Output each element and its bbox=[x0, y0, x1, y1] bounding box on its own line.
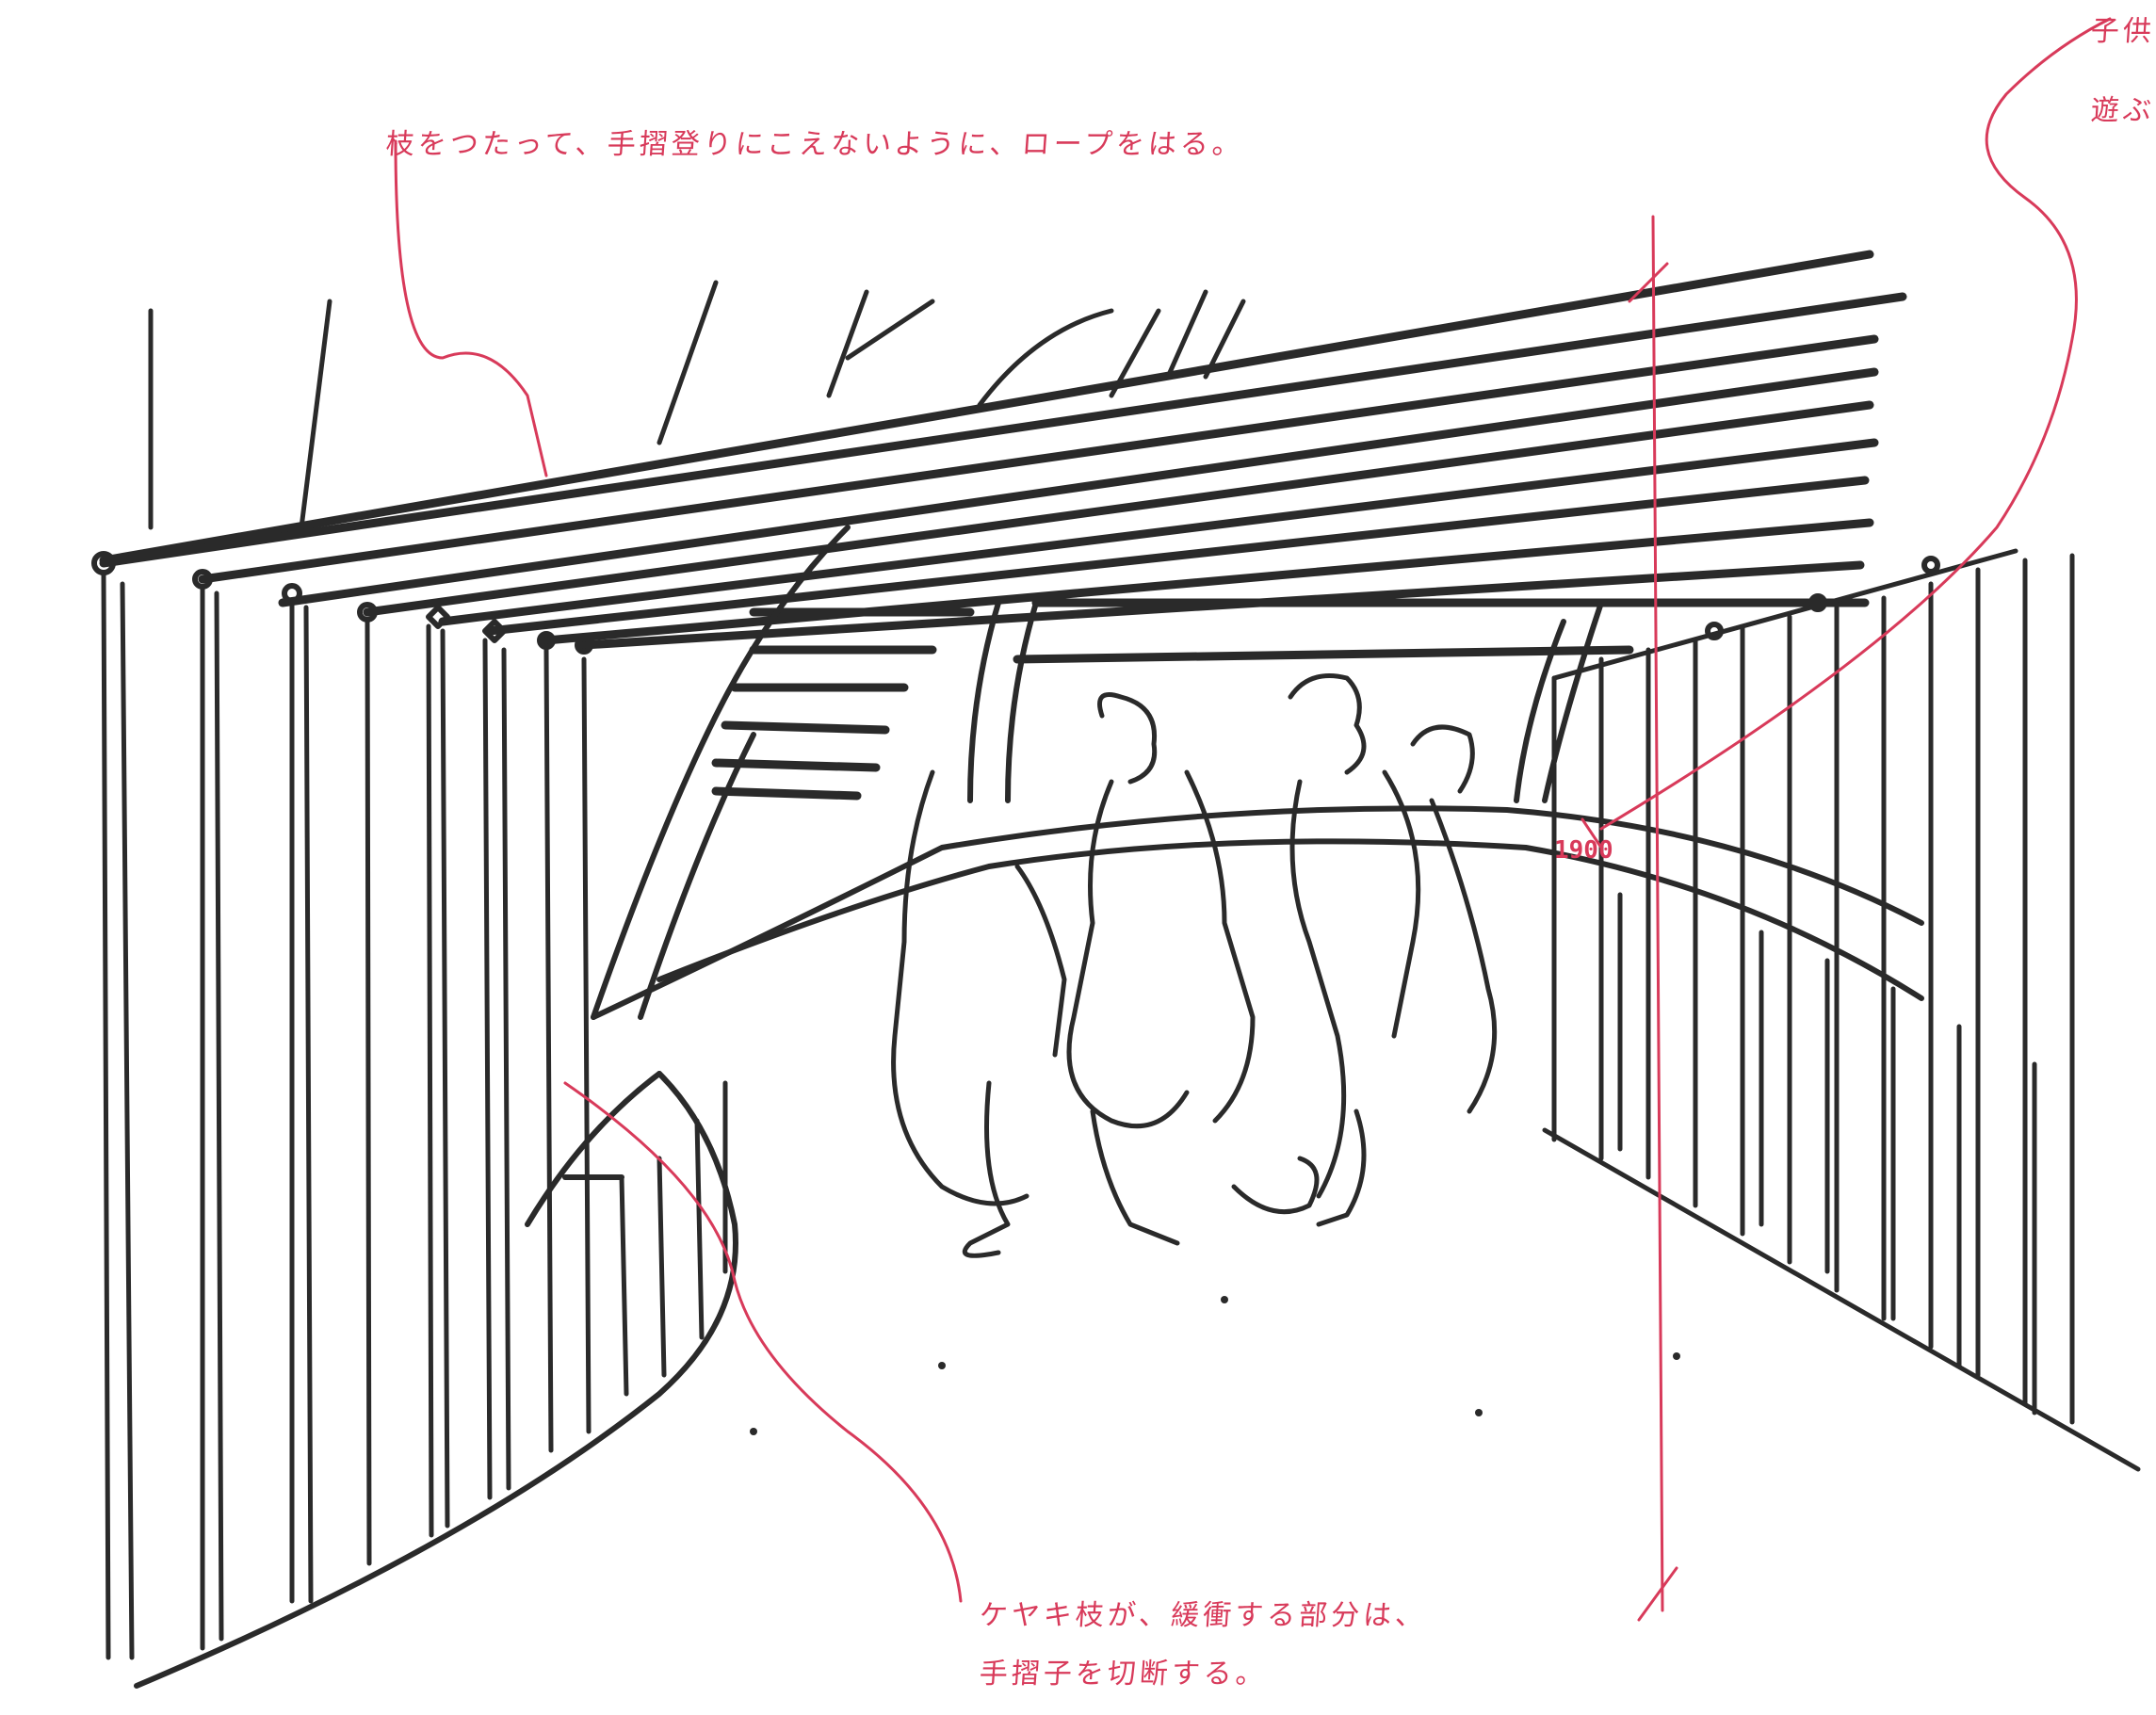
upper-branches bbox=[148, 280, 1246, 530]
right-railing-lower bbox=[1551, 882, 2037, 1416]
left-railing-balusters bbox=[101, 572, 728, 1660]
top-right-annotation-line2: 遊ぶ bbox=[2089, 94, 2156, 127]
annotation-leaders bbox=[394, 17, 2112, 1622]
overhead-ropes bbox=[99, 250, 1907, 801]
children-figures bbox=[891, 673, 1498, 1258]
top-right-annotation-line1: 子供 bbox=[2089, 15, 2156, 48]
right-railing-balusters bbox=[1542, 548, 2141, 1472]
dimension-label: 1900 bbox=[1554, 836, 1613, 865]
bottom-annotation-line1: ケヤキ枝が、緩衝する部分は、 bbox=[978, 1599, 1429, 1632]
ground-dots bbox=[750, 1296, 1680, 1435]
left-railing-base bbox=[134, 1071, 738, 1689]
bottom-annotation-line2: 手摺子を切断する。 bbox=[978, 1658, 1269, 1691]
tree-branch bbox=[591, 525, 1924, 1020]
top-annotation: 枝をつたって、手摺登りにこえないように、ロープをはる。 bbox=[384, 128, 1246, 161]
